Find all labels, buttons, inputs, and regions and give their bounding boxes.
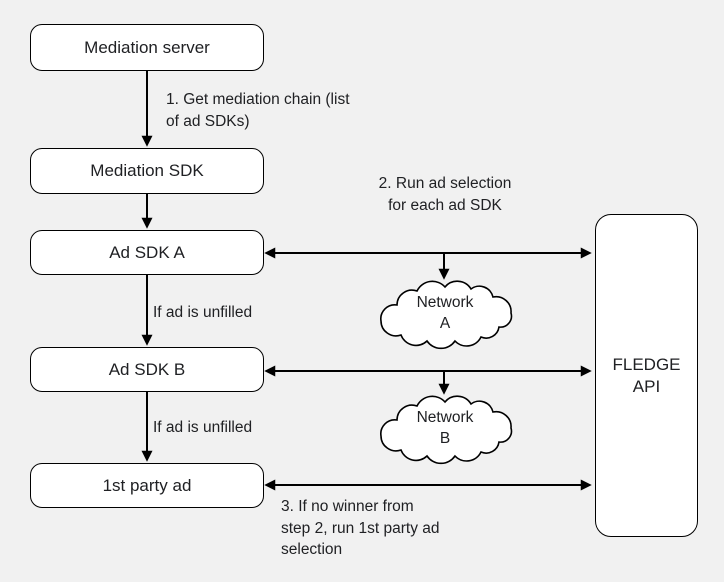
annotation-unfilled-b: If ad is unfilled: [153, 419, 253, 436]
node-first-party-ad: 1st party ad: [30, 463, 264, 508]
node-fledge-api: FLEDGE API: [595, 214, 698, 537]
node-mediation-server: Mediation server: [30, 24, 264, 71]
node-mediation-sdk: Mediation SDK: [30, 148, 264, 194]
annotation-step1: 1. Get mediation chain (list of ad SDKs): [166, 91, 350, 130]
annotation-step2: 2. Run ad selection for each ad SDK: [378, 175, 512, 214]
node-ad-sdk-b: Ad SDK B: [30, 347, 264, 392]
annotation-step3: 3. If no winner from step 2, run 1st par…: [281, 498, 440, 558]
network-a-label: Network A: [416, 294, 474, 332]
network-b-label: Network B: [416, 409, 474, 447]
node-ad-sdk-a: Ad SDK A: [30, 230, 264, 275]
annotation-unfilled-a: If ad is unfilled: [153, 304, 253, 321]
